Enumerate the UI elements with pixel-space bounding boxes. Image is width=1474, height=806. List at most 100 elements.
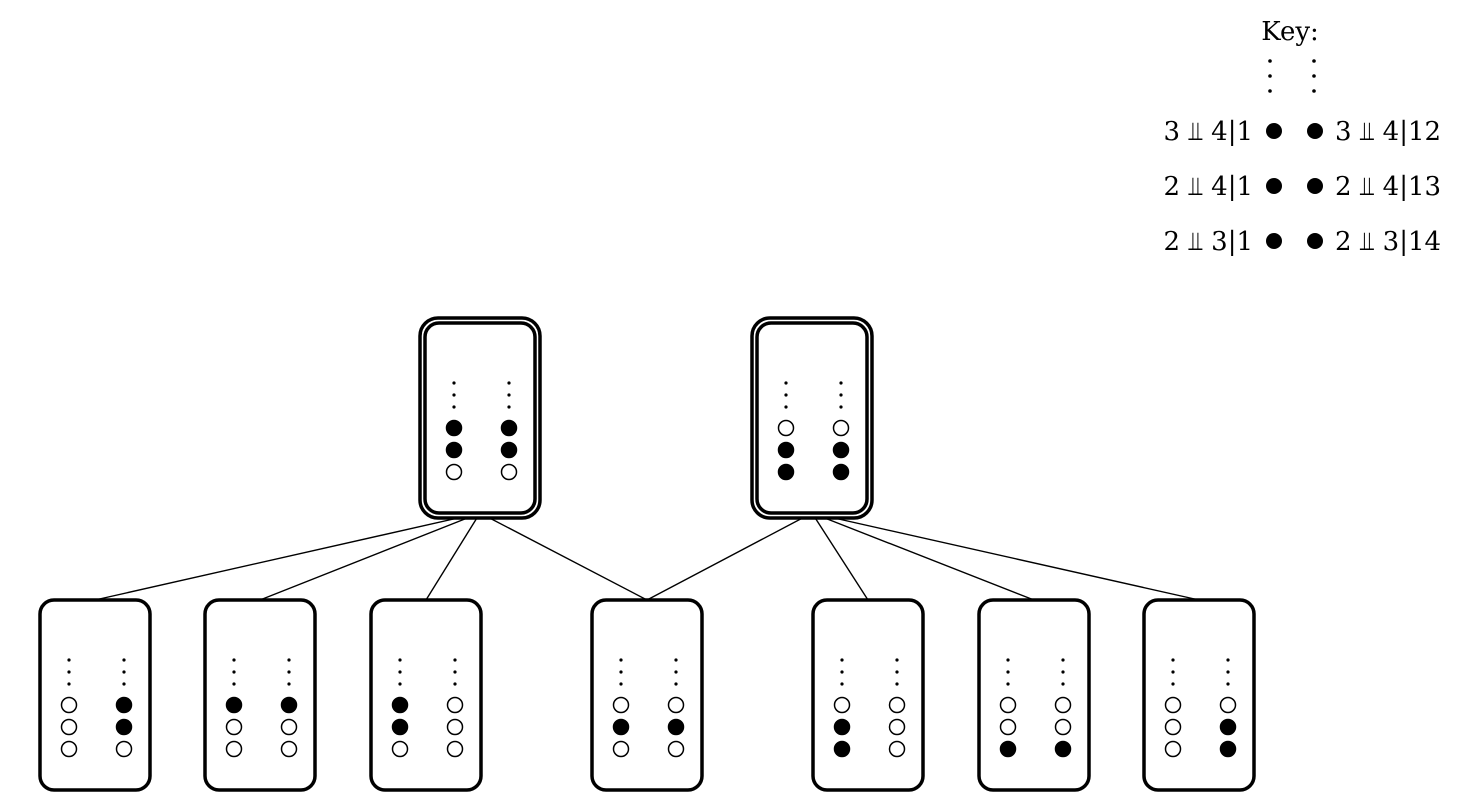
bottom-node (38, 598, 152, 792)
filled-dot (225, 696, 243, 714)
edges (94, 512, 1200, 601)
filled-dot (999, 740, 1017, 758)
edge (94, 512, 481, 601)
empty-dot (1054, 696, 1072, 714)
ellipsis-dot (839, 405, 843, 409)
ellipsis-dot (287, 658, 291, 662)
ellipsis-dot (398, 670, 402, 674)
empty-dot (60, 718, 78, 736)
ellipsis-dot (452, 405, 456, 409)
empty-dot (500, 463, 518, 481)
filled-dot (777, 463, 795, 481)
empty-dot (1054, 718, 1072, 736)
filled-dot (832, 463, 850, 481)
empty-dot (60, 740, 78, 758)
edge (811, 512, 1200, 601)
empty-dot (446, 718, 464, 736)
ellipsis-dot (1171, 670, 1175, 674)
ellipsis-dot (452, 393, 456, 397)
empty-dot (667, 740, 685, 758)
ellipsis-dot (1061, 682, 1065, 686)
ellipsis-dot (453, 670, 457, 674)
key-title: Key: (1261, 17, 1319, 47)
ellipsis-dot (453, 682, 457, 686)
top-node (418, 316, 542, 520)
key-row-left-label: 2 ⫫ 4|1 (1163, 172, 1253, 202)
empty-dot (832, 419, 850, 437)
edge (259, 512, 481, 601)
ellipsis-dot (1061, 658, 1065, 662)
filled-dot (833, 740, 851, 758)
ellipsis-dot (122, 658, 126, 662)
empty-dot (445, 463, 463, 481)
filled-dot (1219, 740, 1237, 758)
node-border (590, 598, 704, 792)
empty-dot (446, 740, 464, 758)
node-border (977, 598, 1091, 792)
filled-dot (832, 441, 850, 459)
ellipsis-dot (67, 682, 71, 686)
key-row-left-label: 3 ⫫ 4|1 (1163, 117, 1253, 147)
ellipsis-dot (1171, 682, 1175, 686)
ellipsis-dot (1006, 670, 1010, 674)
edge (646, 512, 813, 601)
ellipsis-dot (784, 381, 788, 385)
filled-dot (612, 718, 630, 736)
ellipsis-dot (1171, 658, 1175, 662)
empty-dot (115, 740, 133, 758)
filled-dot (391, 696, 409, 714)
bottom-node (811, 598, 925, 792)
filled-dot (777, 441, 795, 459)
ellipsis-dot (287, 670, 291, 674)
ellipsis-dot (1006, 682, 1010, 686)
ellipsis-dot (67, 670, 71, 674)
node-border (38, 598, 152, 792)
filled-dot (500, 419, 518, 437)
empty-dot (667, 696, 685, 714)
key-row: 2 ⫫ 3|1 2 ⫫ 3|14 (1163, 227, 1441, 257)
empty-dot (833, 696, 851, 714)
ellipsis-dot (232, 670, 236, 674)
ellipsis-dot (784, 405, 788, 409)
node-border (369, 598, 483, 792)
ellipsis-dot (453, 658, 457, 662)
ellipsis-dot (398, 658, 402, 662)
ellipsis-dot (232, 682, 236, 686)
ellipsis-dot (840, 682, 844, 686)
bottom-node (369, 598, 483, 792)
filled-dot (667, 718, 685, 736)
empty-dot (446, 696, 464, 714)
ellipsis-dot (1061, 670, 1065, 674)
ellipsis-dot (1226, 682, 1230, 686)
filled-dot (500, 441, 518, 459)
filled-dot (115, 696, 133, 714)
filled-dot (280, 696, 298, 714)
key-vertical-dots (1268, 59, 1316, 93)
ellipsis-dot (619, 670, 623, 674)
top-node (750, 316, 874, 520)
node-inner-border (423, 321, 537, 515)
empty-dot (888, 696, 906, 714)
ellipsis-dot (674, 670, 678, 674)
key-filled-dot (1307, 233, 1323, 249)
key-filled-dot (1266, 233, 1282, 249)
ellipsis-dot (895, 682, 899, 686)
filled-dot (1054, 740, 1072, 758)
nodes (38, 316, 1256, 792)
ellipsis-dot (619, 658, 623, 662)
empty-dot (999, 718, 1017, 736)
ellipsis-dot (232, 658, 236, 662)
key-row-left-label: 2 ⫫ 3|1 (1163, 227, 1253, 257)
key-filled-dot (1266, 178, 1282, 194)
node-inner-border (755, 321, 869, 515)
node-border (1142, 598, 1256, 792)
ellipsis-dot (122, 670, 126, 674)
empty-dot (612, 696, 630, 714)
empty-dot (999, 696, 1017, 714)
ellipsis-dot (507, 393, 511, 397)
empty-dot (391, 740, 409, 758)
empty-dot (225, 718, 243, 736)
edge (811, 512, 1035, 601)
empty-dot (225, 740, 243, 758)
ellipsis-dot (67, 658, 71, 662)
